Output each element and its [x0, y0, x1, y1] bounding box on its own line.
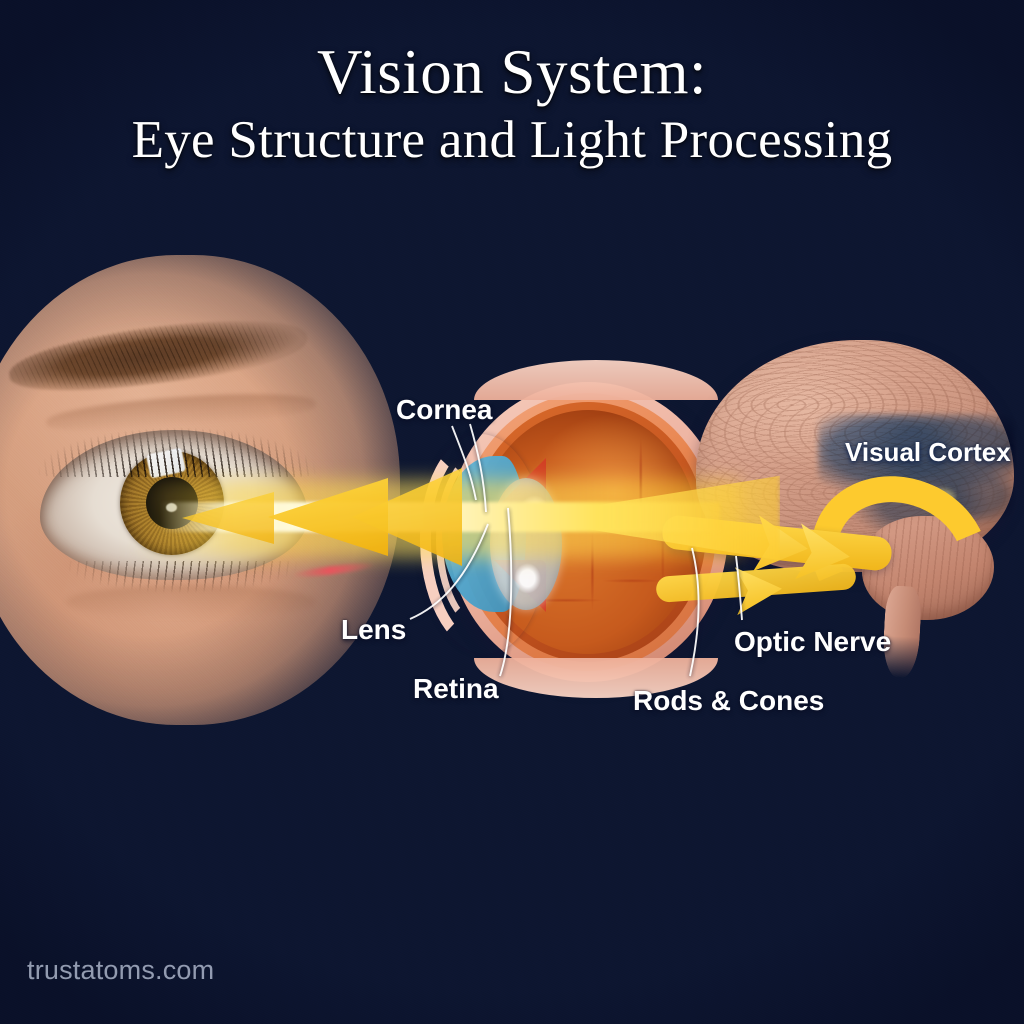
- title-block: Vision System: Eye Structure and Light P…: [0, 36, 1024, 172]
- cerebellum-folia: [862, 516, 994, 620]
- cerebellum: [862, 516, 994, 620]
- cortex-activity-spot-1: [886, 482, 914, 500]
- label-lens: Lens: [341, 614, 407, 645]
- label-optic-nerve: Optic Nerve: [734, 626, 892, 657]
- label-cornea: Cornea: [396, 394, 493, 425]
- under-eye-shadow: [66, 585, 316, 619]
- watermark: trustatoms.com: [27, 955, 215, 985]
- page-title-line-2: Eye Structure and Light Processing: [131, 111, 893, 169]
- incoming-light-beam: [120, 440, 860, 620]
- upper-eyelashes: [32, 415, 322, 477]
- brain-lateral-view: [655, 330, 1024, 679]
- cortex-activity-spot-2: [928, 488, 956, 506]
- label-retina: Retina: [413, 673, 499, 704]
- page-title-line-1: Vision System:: [316, 37, 707, 107]
- sclera-top-flap: [474, 360, 718, 400]
- lower-eyelashes: [62, 561, 302, 603]
- label-visual-cortex: Visual Cortex: [845, 437, 1011, 467]
- label-rods-and-cones: Rods & Cones: [633, 685, 825, 716]
